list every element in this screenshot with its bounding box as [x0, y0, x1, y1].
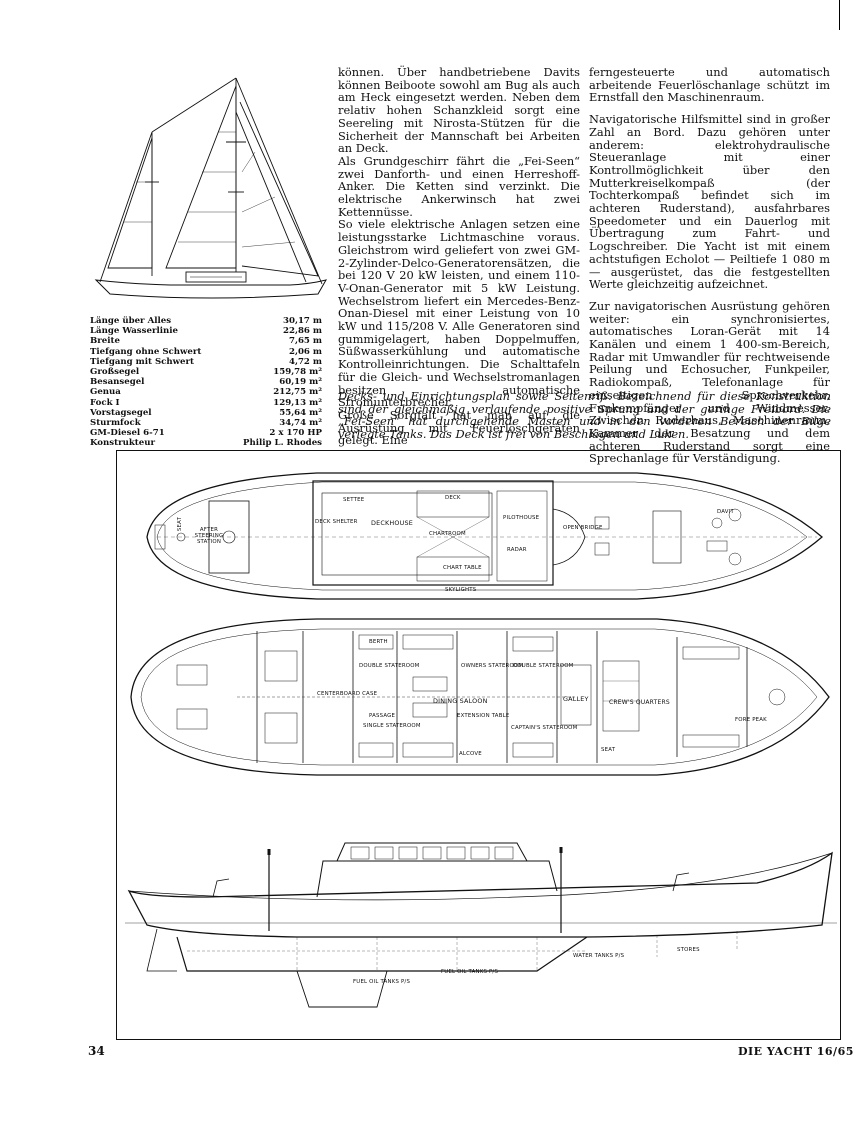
- plans-drawing: [125, 472, 837, 1008]
- article-column-2: können. Über handbetriebene Davits könne…: [338, 66, 580, 447]
- spec-value: 30,17 m: [283, 316, 322, 326]
- label-fore-peak: FORE PEAK: [735, 717, 767, 723]
- spec-label: Vorstagsegel: [90, 407, 152, 418]
- spec-row: Konstrukteur Philip L. Rhodes: [90, 438, 322, 448]
- spec-label: GM-Diesel 6-71: [90, 428, 165, 439]
- paragraph: Große Sorgfalt hat man auf die Ausrüstun…: [338, 407, 580, 448]
- label-fuel-tanks-2: FUEL OIL TANKS P/S: [441, 969, 499, 975]
- figure-caption: Decks- und Einrichtungsplan sowie Seiten…: [338, 389, 831, 442]
- spec-label: Sturmfock: [90, 418, 141, 429]
- label-deck-shelter: DECK SHELTER: [315, 519, 358, 525]
- spec-value: 2,06 m: [288, 346, 322, 357]
- label-owners-stateroom: OWNERS STATEROOM: [461, 663, 524, 669]
- spec-row: Genua 212,75 m²: [90, 387, 322, 397]
- label-extension-table: EXTENSION TABLE: [457, 713, 510, 719]
- label-double-stateroom-2: DOUBLE STATEROOM: [513, 663, 574, 669]
- spec-row: Besansegel 60,19 m²: [90, 377, 322, 387]
- spec-value: 7,65 m: [288, 336, 322, 347]
- spec-row: Tiefgang ohne Schwert 2,06 m: [90, 347, 322, 357]
- spec-row: Vorstagsegel 55,64 m²: [90, 408, 322, 418]
- label-skylights: SKYLIGHTS: [445, 587, 477, 593]
- paragraph: Als Grundgeschirr fährt die „Fei-Seen“ z…: [338, 153, 580, 219]
- spec-value: 55,64 m²: [279, 407, 322, 418]
- label-deck: DECK: [445, 495, 461, 501]
- spec-value: 129,13 m²: [273, 397, 322, 408]
- spec-row: Länge über Alles 30,17 m: [90, 316, 322, 326]
- paragraph: Navigatorische Hilfsmittel sind in große…: [589, 112, 830, 292]
- label-davit: DAVIT: [717, 509, 734, 515]
- label-captains-stateroom: CAPTAIN'S STATEROOM: [511, 725, 578, 731]
- spec-label: Tiefgang ohne Schwert: [90, 346, 202, 357]
- label-single-stateroom: SINGLE STATEROOM: [363, 723, 421, 729]
- article-column-3: ferngesteuerte und automatisch arbeitend…: [589, 66, 830, 465]
- label-chartroom: CHARTROOM: [429, 531, 466, 537]
- spec-row: Sturmfock 34,74 m²: [90, 418, 322, 428]
- label-settee: SETTEE: [343, 497, 365, 503]
- spec-row: GM-Diesel 6-71 2 x 170 HP: [90, 428, 322, 438]
- label-water-tanks: WATER TANKS P/S: [573, 953, 625, 959]
- spec-row: Großsegel 159,78 m²: [90, 367, 322, 377]
- spec-label: Fock I: [90, 397, 120, 408]
- label-stores: STORES: [677, 947, 700, 953]
- label-deckhouse: DECKHOUSE: [371, 519, 414, 527]
- paragraph: können. Über handbetriebene Davits könne…: [338, 65, 580, 156]
- label-seat: SEAT: [177, 516, 184, 532]
- spec-label: Länge über Alles: [90, 316, 172, 326]
- spec-label: Breite: [90, 336, 120, 347]
- label-passage: PASSAGE: [369, 713, 396, 719]
- spec-label: Länge Wasserlinie: [90, 326, 178, 337]
- label-alcove: ALCOVE: [459, 751, 482, 757]
- spec-label: Konstrukteur: [90, 438, 156, 449]
- spec-value: 60,19 m²: [279, 377, 322, 388]
- label-galley: GALLEY: [563, 695, 589, 703]
- label-dining-saloon: DINING SALOON: [433, 697, 488, 705]
- label-radar: RADAR: [507, 547, 527, 553]
- label-double-stateroom: DOUBLE STATEROOM: [359, 663, 420, 669]
- spec-label: Genua: [90, 387, 121, 398]
- spec-value: 2 x 170 HP: [269, 428, 322, 439]
- spec-value: 4,72 m: [288, 356, 322, 367]
- label-berth: BERTH: [369, 639, 388, 645]
- spec-label: Besansegel: [90, 377, 145, 388]
- spec-row: Breite 7,65 m: [90, 336, 322, 346]
- sail-plan-drawing: [94, 77, 328, 299]
- spec-value: 159,78 m²: [273, 367, 322, 378]
- label-fuel-tanks: FUEL OIL TANKS P/S: [353, 979, 411, 985]
- spec-row: Fock I 129,13 m²: [90, 398, 322, 408]
- plans-figure: AFTER STEERING STATION DECK SHELTER DECK…: [116, 450, 841, 1040]
- spec-label: Tiefgang mit Schwert: [90, 356, 195, 367]
- label-chart-table: CHART TABLE: [443, 565, 482, 571]
- spec-value: 34,74 m²: [279, 418, 322, 429]
- paragraph: So viele elektrische Anlagen setzen eine…: [338, 217, 580, 410]
- label-after-steering: AFTER STEERING STATION: [194, 527, 224, 545]
- label-pilothouse: PILOTHOUSE: [503, 515, 540, 521]
- spec-value: 22,86 m: [283, 326, 322, 337]
- spec-label: Großsegel: [90, 367, 140, 378]
- spec-value: 212,75 m²: [273, 387, 322, 398]
- page-number: 34: [88, 1044, 105, 1058]
- spec-row: Länge Wasserlinie 22,86 m: [90, 326, 322, 336]
- top-edge-rule: [839, 0, 840, 30]
- label-crews-quarters: CREW'S QUARTERS: [609, 699, 670, 706]
- magazine-issue: DIE YACHT 16/65: [738, 1045, 854, 1058]
- label-centerboard-case: CENTERBOARD CASE: [317, 691, 378, 697]
- spec-row: Tiefgang mit Schwert 4,72 m: [90, 357, 322, 367]
- paragraph: Zur navigatorischen Ausrüstung gehören w…: [589, 298, 830, 466]
- spec-value: Philip L. Rhodes: [243, 438, 322, 449]
- paragraph: ferngesteuerte und automatisch arbeitend…: [589, 65, 830, 105]
- label-open-bridge: OPEN BRIDGE: [563, 525, 603, 531]
- label-seat: SEAT: [601, 747, 616, 753]
